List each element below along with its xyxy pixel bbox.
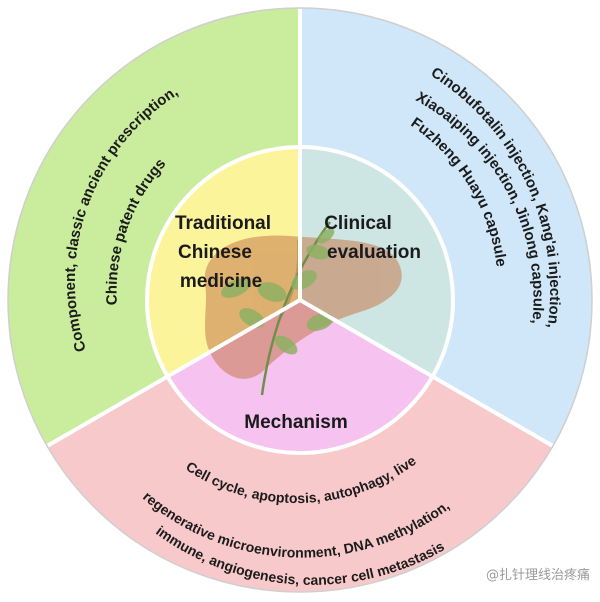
- herb-leaf: [306, 244, 330, 260]
- herb-leaf: [291, 270, 317, 290]
- herb-leaf: [221, 278, 251, 298]
- tcm-title-line: Traditional: [175, 213, 271, 234]
- outer-ring-border: [7, 7, 593, 593]
- clinical-title-line: evaluation: [327, 242, 421, 263]
- mechanism-title: Mechanism: [244, 412, 347, 433]
- tcm-title-line: Chinese: [178, 242, 252, 263]
- clinical-title-line: Clinical: [324, 213, 392, 234]
- watermark: @扎针理线治疼痛: [485, 568, 590, 583]
- herb-leaf: [257, 282, 287, 302]
- tcm-title: Traditional Chinese medicine: [175, 213, 271, 292]
- section-dividers: [7, 7, 593, 593]
- liver-shape: [204, 235, 402, 379]
- herb-leaf: [317, 228, 335, 244]
- inner-ring-border: [145, 145, 455, 455]
- inner-sector-mechanism: [167, 300, 433, 453]
- herb-leaf: [274, 335, 298, 355]
- tcm-title-line: medicine: [180, 271, 262, 292]
- divider-left: [46, 298, 301, 448]
- clinical-title: Clinical evaluation: [324, 213, 421, 263]
- divider-right: [299, 298, 554, 448]
